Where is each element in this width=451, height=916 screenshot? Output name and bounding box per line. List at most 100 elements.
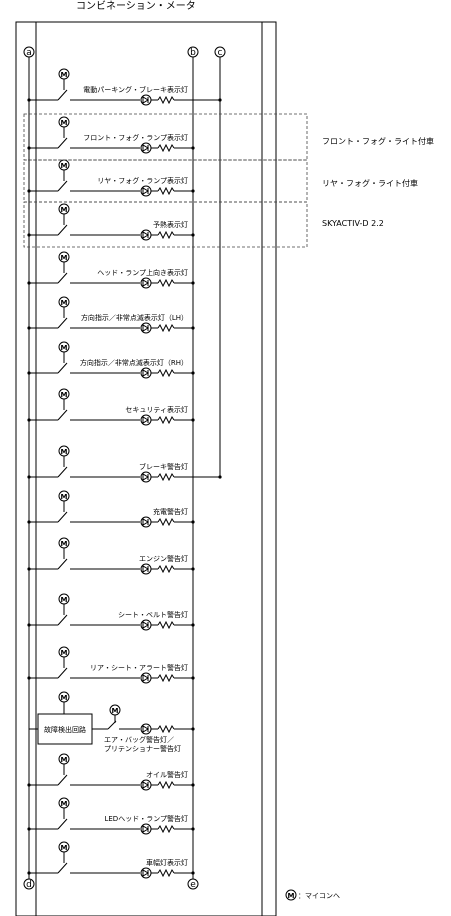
resistor-icon	[157, 323, 175, 333]
lamp-label: 充電警告灯	[153, 507, 188, 516]
resistor-icon	[157, 780, 175, 790]
relay-switch	[57, 667, 68, 679]
motor-letter: M	[61, 448, 68, 456]
lamp-row: M リア・シート・アラート警告灯	[27, 646, 195, 684]
relay-switch	[57, 180, 68, 192]
relay-switch	[57, 137, 68, 149]
resistor-icon	[157, 278, 175, 288]
junction-dot	[27, 567, 31, 571]
led-glyph	[142, 869, 149, 877]
junction-dot	[27, 783, 31, 787]
bus-label-d: d	[26, 880, 32, 890]
led-glyph	[142, 144, 149, 152]
lamp-label: エンジン警告灯	[139, 554, 188, 563]
bus-terminal-d	[23, 878, 35, 890]
led-glyph	[142, 279, 149, 287]
lamp-label: セキュリティ表示灯	[125, 405, 188, 414]
lamp-label: ヘッド・ランプ上向き表示灯	[97, 268, 188, 277]
resistor-icon	[157, 95, 175, 105]
junction-dot	[27, 418, 31, 422]
junction-dot	[27, 676, 31, 680]
junction-dot	[191, 623, 195, 627]
motor-letter: M	[61, 71, 68, 79]
led-glyph	[142, 621, 149, 629]
lamp-label: 方向指示／非常点滅表示灯（LH）	[81, 313, 188, 322]
motor-letter: M	[61, 391, 68, 399]
relay-switch	[57, 862, 68, 874]
junction-dot	[27, 871, 31, 875]
led-glyph	[142, 565, 149, 573]
led-glyph	[142, 825, 149, 833]
relay-switch	[57, 614, 68, 626]
junction-dot	[27, 520, 31, 524]
junction-dot	[27, 371, 31, 375]
junction-dot	[27, 189, 31, 193]
led-glyph	[142, 725, 149, 733]
led-glyph	[142, 674, 149, 682]
lamp-label: プリテンショナー警告灯	[104, 744, 181, 753]
lamp-label: フロント・フォグ・ランプ表示灯	[83, 133, 188, 142]
junction-dot	[191, 371, 195, 375]
junction-dot	[27, 233, 31, 237]
motor-letter: M	[61, 119, 68, 127]
bus-terminal-a	[23, 46, 35, 58]
resistor-icon	[157, 143, 175, 153]
motor-letter: M	[61, 800, 68, 808]
motor-letter: M	[61, 649, 68, 657]
junction-dot	[27, 326, 31, 330]
legend-motor-letter: M	[288, 892, 295, 900]
led-glyph	[142, 473, 149, 481]
junction-dot	[191, 676, 195, 680]
lamp-row: M セキュリティ表示灯	[27, 388, 195, 426]
junction-dot	[218, 475, 222, 479]
led-glyph	[142, 781, 149, 789]
junction-dot	[191, 783, 195, 787]
option-group-label: リヤ・フォグ・ライト付車	[322, 178, 418, 188]
lamp-row: M エンジン警告灯	[27, 537, 195, 575]
lamp-label: 方向指示／非常点滅表示灯（RH）	[80, 358, 188, 367]
resistor-icon	[157, 472, 175, 482]
resistor-icon	[157, 620, 175, 630]
meter-title: コンビネーション・メータ	[76, 0, 196, 12]
junction-dot	[191, 281, 195, 285]
meter-panel-outline	[15, 21, 277, 916]
meter-inner-wall	[35, 22, 263, 916]
resistor-icon	[157, 564, 175, 574]
resistor-icon	[157, 724, 175, 734]
junction-dot	[218, 98, 222, 102]
motor-letter: M	[61, 596, 68, 604]
option-group-box	[23, 201, 308, 248]
bus-terminal-b	[187, 46, 199, 58]
relay-switch	[57, 224, 68, 236]
junction-dot	[27, 281, 31, 285]
led-glyph	[142, 96, 149, 104]
junction-dot	[191, 326, 195, 330]
motor-letter: M	[61, 162, 68, 170]
junction-dot	[27, 623, 31, 627]
motor-letter: M	[61, 694, 68, 702]
legend-motor-icon	[285, 889, 297, 901]
lamp-row: M 電動パーキング・ブレーキ表示灯	[27, 68, 222, 106]
motor-letter: M	[61, 254, 68, 262]
lamp-label: 電動パーキング・ブレーキ表示灯	[83, 85, 188, 94]
lamp-label: リア・シート・アラート警告灯	[90, 663, 188, 672]
legend: M ：マイコンへ	[285, 889, 340, 901]
bus-label-b: b	[190, 48, 196, 58]
motor-letter: M	[61, 540, 68, 548]
lamp-row: M フロント・フォグ・ランプ表示灯	[27, 116, 195, 154]
relay-switch	[57, 362, 68, 374]
relay-switch	[57, 409, 68, 421]
led-glyph	[142, 369, 149, 377]
bus-label-c: c	[218, 48, 223, 58]
led-glyph	[142, 416, 149, 424]
junction-dot	[27, 98, 31, 102]
